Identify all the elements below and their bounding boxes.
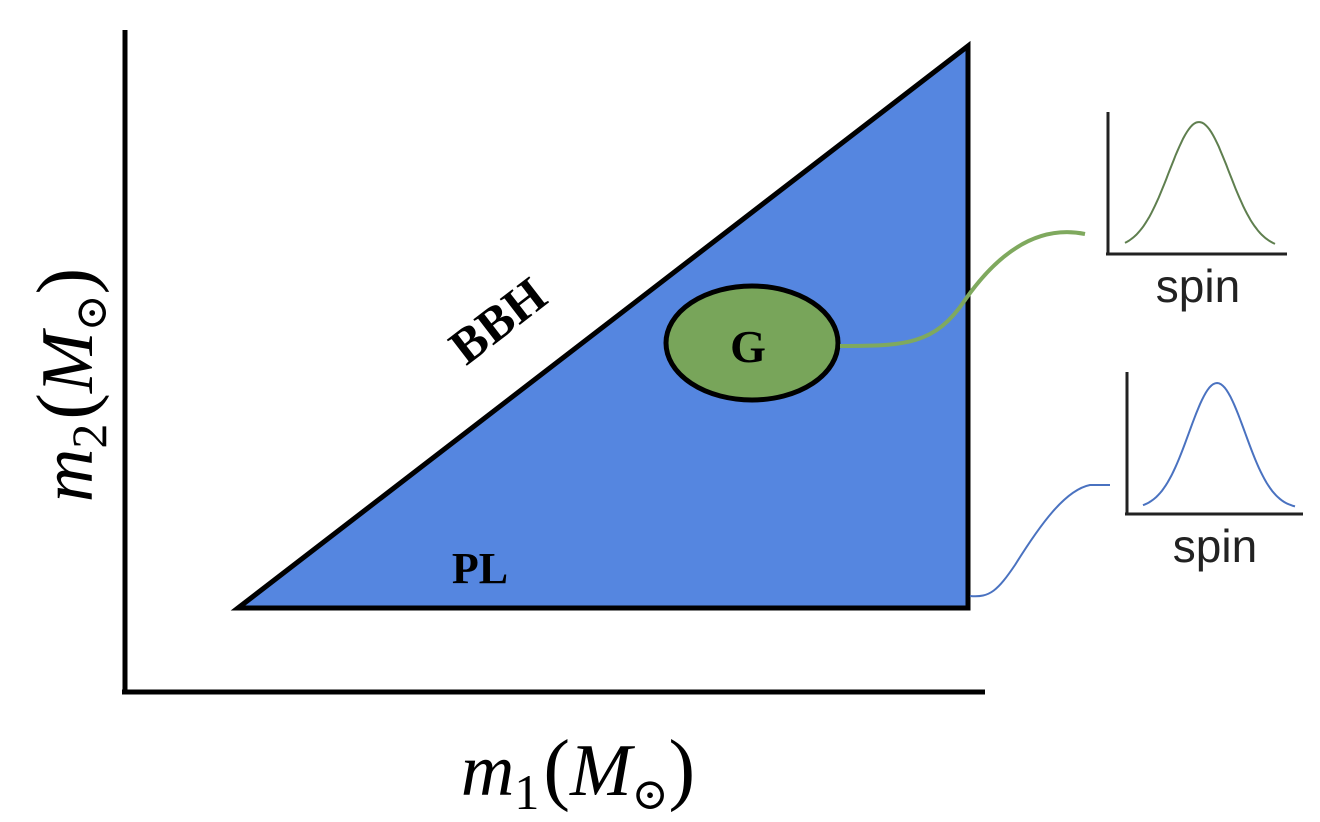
gaussian-connector-line [839, 230, 1086, 348]
gaussian-region-ellipse [663, 283, 841, 403]
pl-label: PL [452, 544, 508, 593]
inset-top-xlabel: spin [1156, 260, 1240, 312]
gaussian-spin-curve [1124, 121, 1276, 245]
bbh-label: BBH [439, 266, 557, 375]
x-axis-label: m1(M⊙) [461, 725, 695, 820]
powerlaw-spin-inset: spin [1125, 372, 1303, 572]
powerlaw-spin-curve [1142, 381, 1296, 508]
inset-bottom-xlabel: spin [1173, 520, 1257, 572]
powerlaw-connector-line [969, 484, 1110, 598]
mass-region-triangle [230, 40, 971, 611]
y-axis-label: m2(M⊙) [22, 268, 117, 502]
gaussian-label: G [730, 321, 766, 372]
gaussian-spin-inset: spin [1106, 112, 1287, 312]
